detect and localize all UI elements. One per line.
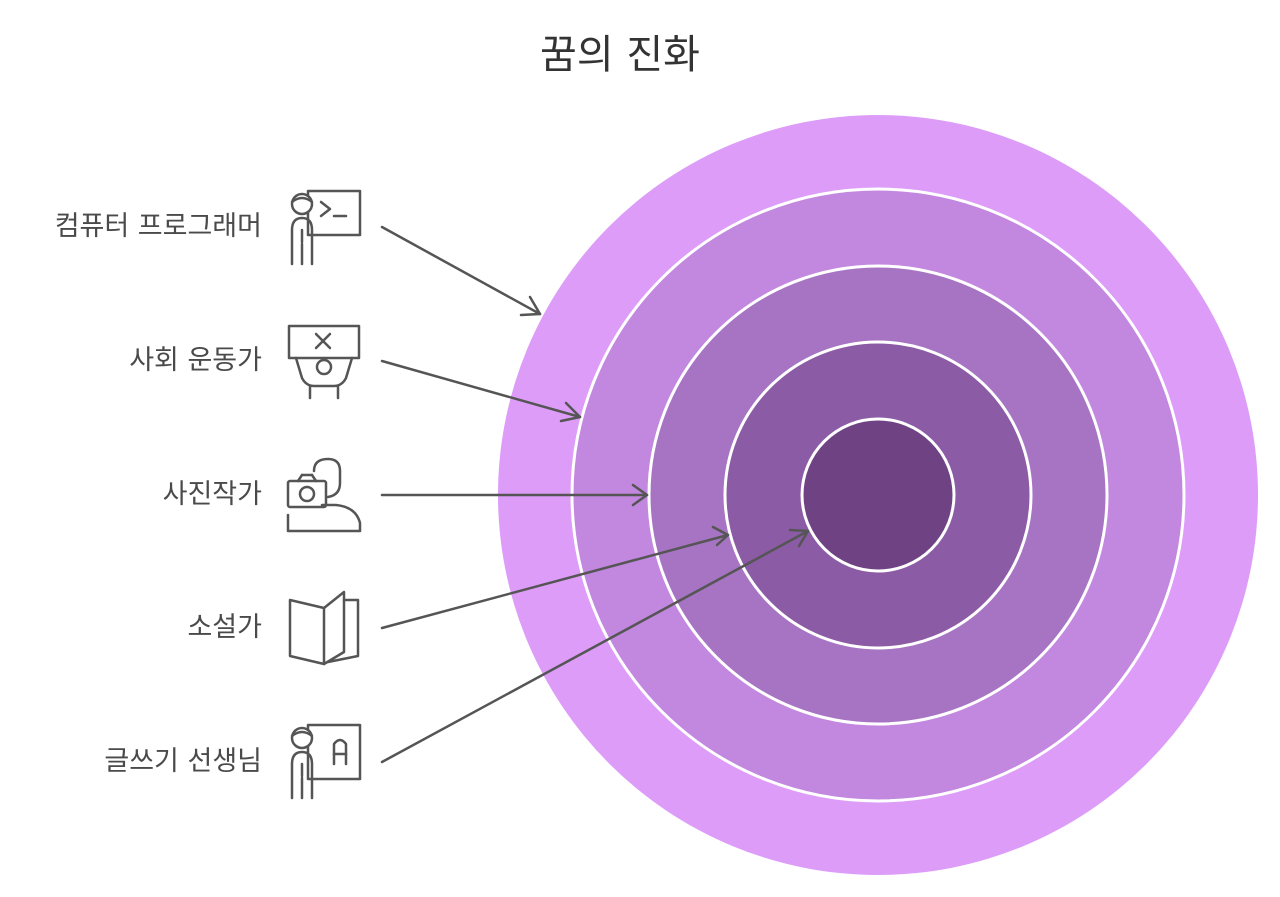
rings	[498, 115, 1258, 875]
label-photographer: 사진작가	[162, 479, 262, 510]
diagram-title: 꿈의 진화	[540, 32, 700, 78]
protester-icon	[287, 324, 361, 400]
arrows	[380, 225, 810, 764]
label-novelist: 소설가	[187, 612, 262, 643]
label-programmer: 컴퓨터 프로그래머	[54, 211, 262, 242]
teacher-icon	[290, 723, 362, 800]
arrow-programmer	[380, 225, 542, 316]
ring-core	[800, 417, 956, 573]
arrow-teacher	[380, 529, 810, 764]
programmer-icon	[290, 189, 362, 266]
label-activist: 사회 운동가	[129, 345, 262, 376]
label-teacher: 글쓰기 선생님	[104, 746, 262, 777]
book-icon	[288, 590, 360, 666]
arrow-activist	[380, 359, 582, 419]
arrow-novelist	[380, 533, 730, 630]
photographer-icon	[286, 457, 362, 533]
